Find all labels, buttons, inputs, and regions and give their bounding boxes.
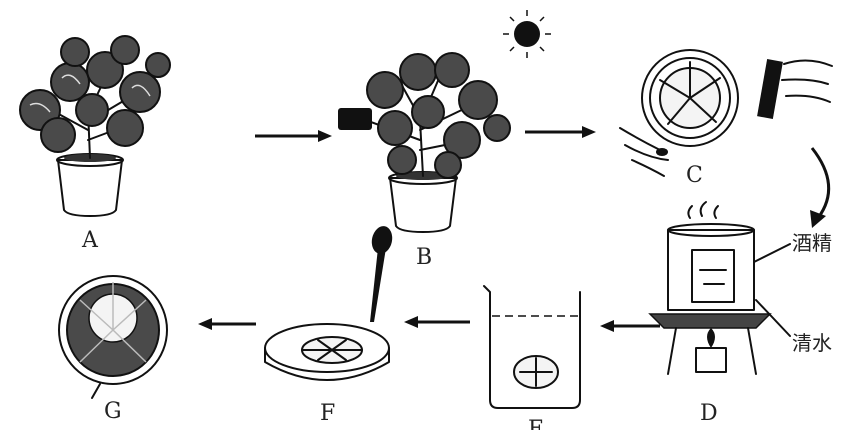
- black-paper-cover: [338, 108, 372, 130]
- label-alcohol: 酒精: [792, 231, 832, 255]
- step-f-petri-dish: F: [265, 224, 395, 426]
- step-e-rinse-beaker: E: [484, 286, 580, 430]
- step-c-leaf: C: [620, 50, 832, 188]
- label-g: G: [104, 399, 122, 424]
- arrow-d-to-e: [600, 320, 660, 332]
- arrow-c-to-d: [810, 148, 829, 228]
- arrow-f-to-g: [198, 318, 256, 330]
- arrow-b-to-c: [525, 126, 596, 138]
- step-d-water-bath: 酒精 清水 D: [650, 202, 832, 426]
- arrow-a-to-b: [255, 130, 332, 142]
- label-b: B: [416, 245, 432, 270]
- label-c: C: [686, 163, 703, 188]
- label-f: F: [320, 401, 335, 426]
- arrow-e-to-f: [404, 316, 470, 328]
- step-a-plant: A: [20, 36, 170, 253]
- label-a: A: [81, 228, 99, 253]
- label-e: E: [528, 417, 544, 430]
- sun-icon: [503, 10, 551, 58]
- label-water: 清水: [792, 331, 832, 355]
- label-d: D: [700, 401, 718, 426]
- step-g-result-leaf: G: [59, 276, 167, 424]
- step-b-plant: B: [338, 53, 510, 270]
